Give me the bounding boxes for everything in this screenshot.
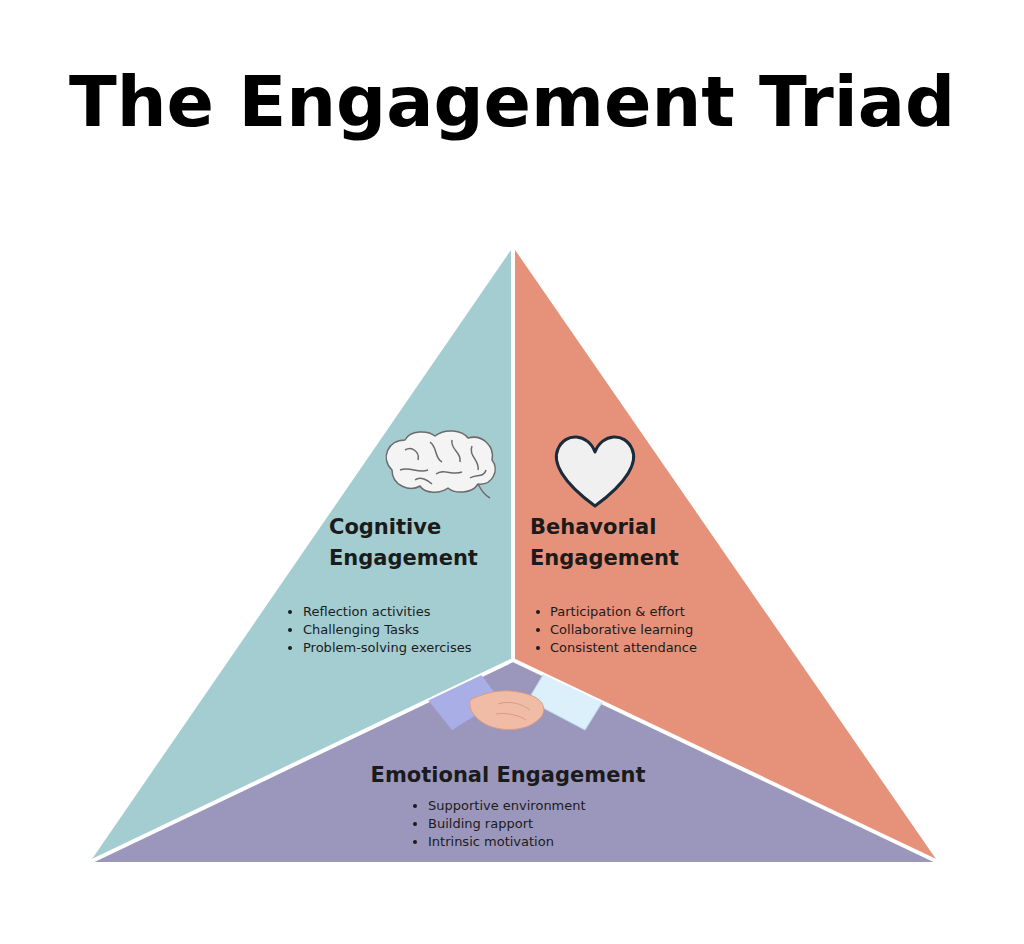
bullet-item: Problem-solving exercises <box>303 639 472 657</box>
separator-lines <box>90 247 938 862</box>
bullet-item: Collaborative learning <box>550 621 693 639</box>
triad-segment: Emotional EngagementSupportive environme… <box>90 247 938 862</box>
bullet-item: Intrinsic motivation <box>428 833 554 851</box>
heart-icon <box>556 437 633 506</box>
bullet-item: Building rapport <box>428 815 533 833</box>
bullet-dot <box>288 610 292 614</box>
bullet-dot <box>536 610 540 614</box>
bullet-item: Reflection activities <box>303 603 430 621</box>
bullet-item: Participation & effort <box>550 603 685 621</box>
bullet-dot <box>288 646 292 650</box>
bullet-dot <box>536 646 540 650</box>
bullet-item: Challenging Tasks <box>303 621 419 639</box>
segment-heading: Behavorial Engagement <box>530 512 720 574</box>
bullet-item: Supportive environment <box>428 797 586 815</box>
bullet-dot <box>413 840 417 844</box>
diagram-title: The Engagement Triad <box>0 62 1024 142</box>
bullet-dot <box>536 628 540 632</box>
bullet-dot <box>288 628 292 632</box>
segment-heading: Emotional Engagement <box>318 760 698 791</box>
handshake-icon <box>420 655 610 730</box>
bullet-item: Consistent attendance <box>550 639 697 657</box>
bullet-dot <box>413 804 417 808</box>
segment-fill <box>90 660 938 862</box>
bullet-dot <box>413 822 417 826</box>
segment-heading: Cognitive Engagement <box>329 512 511 574</box>
brain-icon <box>386 431 495 498</box>
